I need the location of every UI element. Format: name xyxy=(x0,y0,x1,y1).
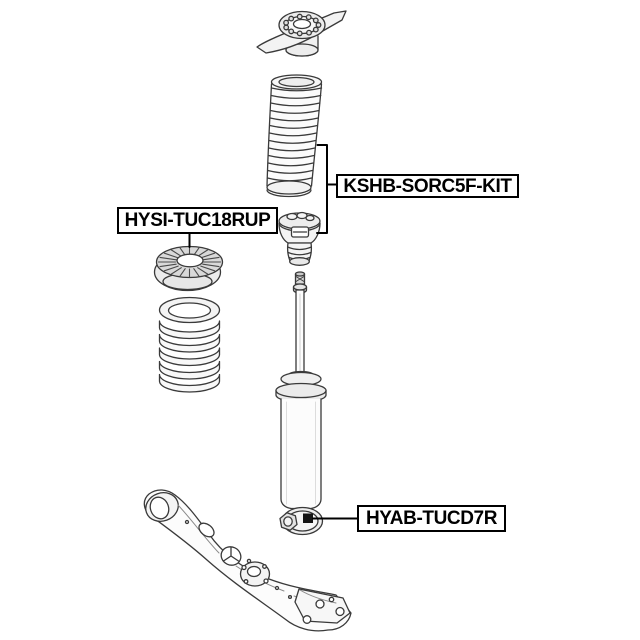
strut-top-mount-drawing xyxy=(256,10,347,57)
part-number-label-kshb: KSHB-SORC5F-KIT xyxy=(336,174,519,198)
shock-lower-bushing-marker xyxy=(303,513,313,523)
part-number-label-hyab: HYAB-TUCD7R xyxy=(357,505,506,532)
shock-absorber-drawing xyxy=(275,271,327,536)
leader-kshb-bracket xyxy=(316,144,328,234)
rear-lower-control-arm-drawing xyxy=(143,489,352,632)
leader-lines xyxy=(188,144,358,520)
shock-dust-boot-drawing xyxy=(266,74,323,198)
coil-spring-drawing xyxy=(158,296,221,393)
part-number-label-hysi: HYSI-TUC18RUP xyxy=(117,207,278,234)
bump-stop-drawing xyxy=(278,211,321,266)
spring-seat-insulator-drawing xyxy=(153,245,224,292)
